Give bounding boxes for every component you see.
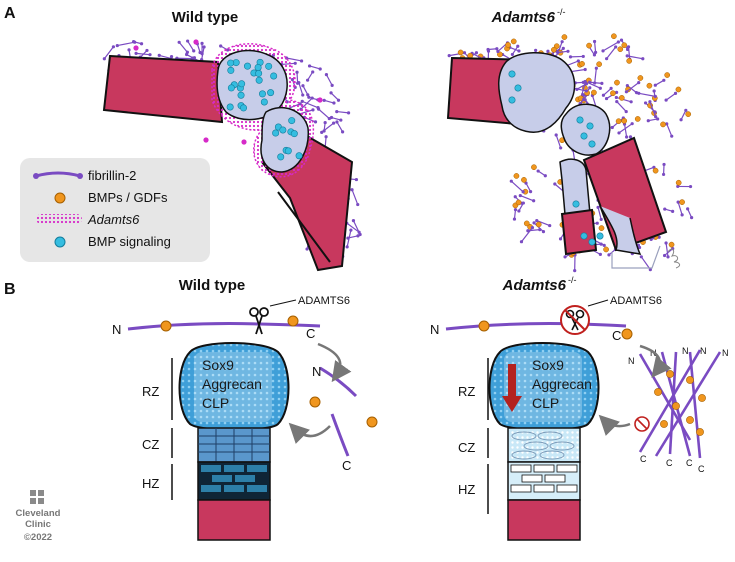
- mutant-resting-zone: [488, 342, 600, 431]
- mutant-columnar-zone: [507, 427, 581, 463]
- panel-a-title-mutant-sup: -/-: [557, 7, 566, 17]
- wt-zone-hz: HZ: [142, 476, 159, 491]
- credit-line-2: Clinic: [25, 519, 51, 530]
- panel-a-letter: A: [4, 5, 16, 22]
- wt-fragment-n-label: N: [312, 364, 321, 379]
- wt-fragment-c-label: C: [342, 458, 351, 473]
- wt-adamts6-label: ADAMTS6: [298, 295, 350, 307]
- wt-zone-rz: RZ: [142, 384, 159, 399]
- legend-bmp-label: BMPs / GDFs: [88, 190, 168, 205]
- mutant-cartilage-middle: [560, 103, 611, 156]
- legend: fibrillin-2 BMPs / GDFs Adamts6 BMP sign…: [20, 158, 210, 262]
- tangle-c-label: C: [686, 458, 693, 468]
- legend-bmp-swatch: [54, 192, 66, 204]
- mutant-strand-c-label: C: [612, 328, 621, 343]
- legend-box: [20, 158, 210, 262]
- tangle-n-label: N: [682, 346, 689, 356]
- wild-type-growth-plate: N C ADAMTS6 N C Sox9 Aggrecan CLP: [112, 295, 378, 541]
- legend-adamts6-label: Adamts6: [87, 212, 140, 227]
- wt-marker-sox9: Sox9: [202, 357, 234, 373]
- wt-zone-cz: CZ: [142, 437, 159, 452]
- wild-type-proximal-bone: [102, 54, 224, 124]
- wt-fibrillin-strand: [127, 322, 321, 331]
- tangle-n-label: N: [628, 356, 635, 366]
- legend-adamts6-swatch: [36, 214, 82, 224]
- tangle-n-label: N: [700, 346, 707, 356]
- legend-fibrillin-swatch: [33, 171, 83, 179]
- credit-line-1: Cleveland: [16, 508, 61, 519]
- mutant-marker-clp: CLP: [532, 395, 559, 411]
- mutant-bmp-signaling: [508, 70, 604, 246]
- mutant-zone-cz: CZ: [458, 440, 475, 455]
- panel-a-title-wild-type: Wild type: [172, 9, 239, 26]
- mutant-zone-rz: RZ: [458, 384, 475, 399]
- wt-scissors-icon: [249, 307, 269, 335]
- mutant-cartilage-upper: [498, 52, 576, 133]
- mutant-zone-hz: HZ: [458, 482, 475, 497]
- wt-marker-clp: CLP: [202, 395, 229, 411]
- wt-bone: [197, 499, 271, 541]
- wild-type-bmp-signaling: [226, 58, 303, 161]
- tangle-c-label: C: [666, 458, 673, 468]
- panel-b-letter: B: [4, 281, 16, 298]
- mutant-adamts6-label: ADAMTS6: [610, 295, 662, 307]
- tangle-c-label: C: [640, 454, 647, 464]
- cleveland-clinic-logo: Cleveland Clinic ©2022: [16, 490, 61, 543]
- mutant-limb: [446, 33, 694, 273]
- legend-signaling-swatch: [54, 236, 66, 248]
- wt-marker-aggrecan: Aggrecan: [202, 376, 262, 392]
- artist-signature: [667, 248, 681, 269]
- mutant-no-scissors-icon: [560, 305, 590, 335]
- legend-signaling-label: BMP signaling: [88, 234, 171, 249]
- mutant-fibrillin-strand: [445, 322, 627, 331]
- tangle-c-label: C: [698, 464, 705, 474]
- mutant-distal-bone: [582, 136, 668, 252]
- panel-b-title-mutant-sup: -/-: [568, 275, 577, 285]
- panel-b-title-mutant: Adamts6: [502, 277, 567, 294]
- panel-b-title-wild-type: Wild type: [179, 277, 246, 294]
- decrease-arrow-icon: [502, 364, 522, 412]
- tangle-n-label: N: [722, 348, 729, 358]
- mutant-strand-n-label: N: [430, 322, 439, 337]
- wt-strand-c-label: C: [306, 326, 315, 341]
- credit-line-3: ©2022: [24, 532, 52, 543]
- mutant-marker-aggrecan: Aggrecan: [532, 376, 592, 392]
- mutant-marker-sox9: Sox9: [532, 357, 564, 373]
- wild-type-limb: [102, 39, 362, 272]
- mutant-no-signal-icon: [634, 416, 650, 432]
- mutant-bone: [507, 499, 581, 541]
- wt-resting-zone: [178, 342, 290, 431]
- mutant-small-bone: [560, 208, 598, 256]
- wt-strand-n-label: N: [112, 322, 121, 337]
- panel-a-title-mutant: Adamts6: [491, 9, 556, 26]
- legend-fibrillin-label: fibrillin-2: [88, 168, 136, 183]
